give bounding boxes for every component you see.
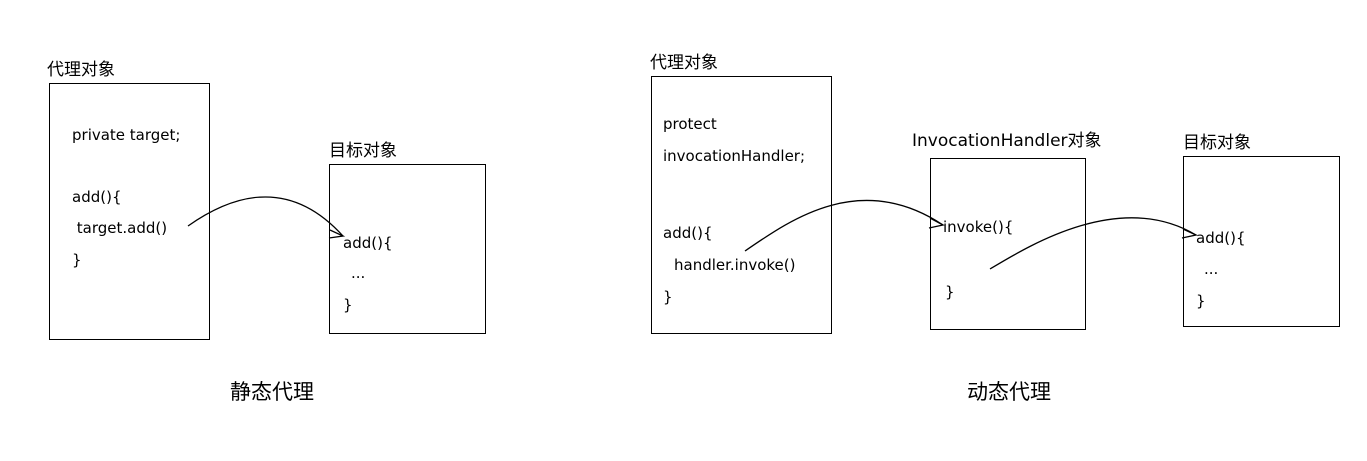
- static-proxy-box: [49, 83, 210, 340]
- static-proxy-call: target.add(): [72, 219, 168, 237]
- static-proxy-method: add(){: [72, 188, 122, 206]
- invocation-handler-box: [930, 158, 1086, 330]
- handler-to-target-arrowhead: [1181, 228, 1199, 239]
- proxy-to-handler-arrowhead: [928, 217, 945, 229]
- static-target-close: }: [343, 296, 353, 314]
- static-call-arrow: [187, 196, 344, 237]
- dynamic-target-close: }: [1196, 292, 1206, 310]
- dynamic-target-ellipsis: ...: [1204, 260, 1219, 278]
- dynamic-target-box: [1183, 156, 1340, 327]
- dynamic-target-title: 目标对象: [1183, 133, 1251, 153]
- dynamic-proxy-caption: 动态代理: [967, 380, 1051, 404]
- static-call-arrowhead: [328, 229, 346, 239]
- dynamic-proxy-field-type: protect: [663, 115, 717, 133]
- dynamic-target-method: add(){: [1196, 229, 1246, 247]
- dynamic-proxy-call: handler.invoke(): [674, 256, 796, 274]
- handler-to-target-arrow: [989, 217, 1197, 270]
- invocation-handler-close: }: [945, 283, 955, 301]
- static-proxy-title: 代理对象: [47, 60, 115, 80]
- invocation-handler-method: invoke(){: [943, 218, 1014, 236]
- static-target-title: 目标对象: [329, 141, 397, 161]
- dynamic-proxy-title: 代理对象: [650, 53, 718, 73]
- static-target-box: [329, 164, 486, 334]
- dynamic-proxy-field-name: invocationHandler;: [663, 147, 806, 165]
- static-proxy-caption: 静态代理: [230, 380, 314, 404]
- dynamic-proxy-method: add(){: [663, 224, 713, 242]
- static-target-ellipsis: ...: [351, 264, 366, 282]
- static-proxy-close: }: [72, 251, 82, 269]
- static-target-method: add(){: [343, 234, 393, 252]
- static-proxy-field: private target;: [72, 126, 181, 144]
- proxy-to-handler-arrow: [744, 199, 944, 252]
- dynamic-proxy-close: }: [663, 288, 673, 306]
- dynamic-proxy-box: [651, 76, 832, 334]
- invocation-handler-title: InvocationHandler对象: [912, 131, 1102, 151]
